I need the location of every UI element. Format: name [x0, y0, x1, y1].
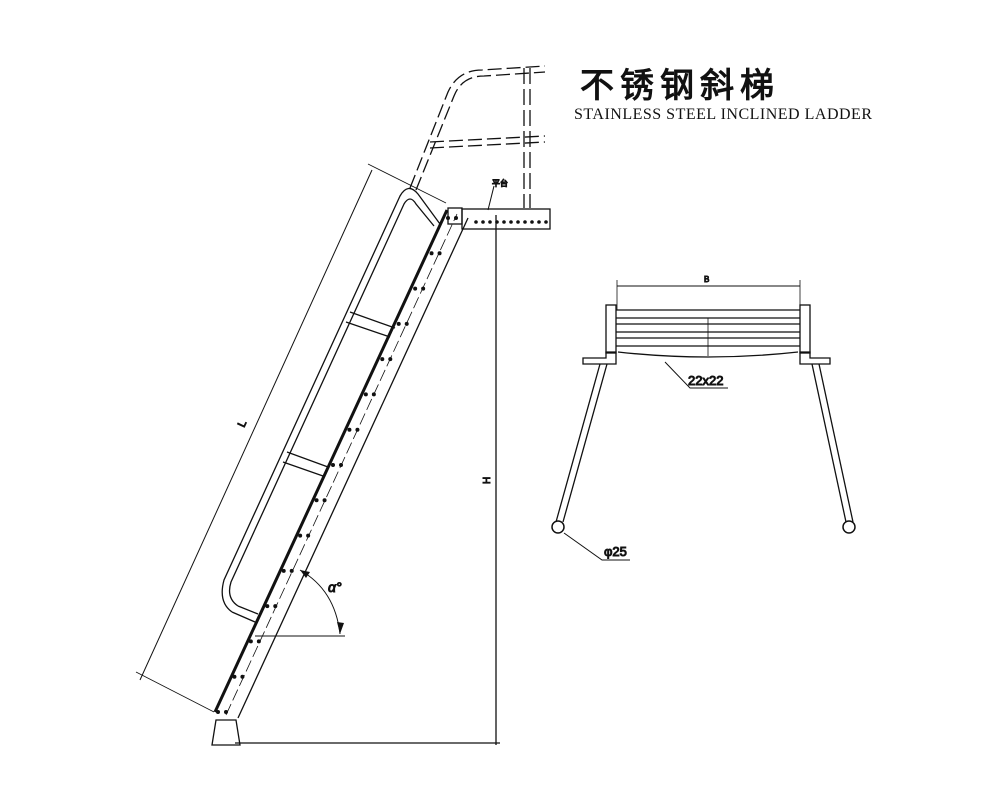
ladder-side-view [135, 65, 551, 746]
bolt [240, 674, 245, 679]
upper-handrail-outer [409, 65, 546, 189]
left-leg [555, 363, 608, 523]
handrail-post-upper [345, 311, 396, 338]
handrail-outer [221, 187, 441, 613]
platform-bolt [481, 220, 485, 224]
bolt [437, 251, 442, 256]
rung-leader [664, 361, 728, 389]
upper-post [523, 68, 531, 208]
bolt [273, 604, 278, 609]
leg-diameter-label: φ25 [604, 544, 627, 559]
bolt [339, 463, 343, 467]
platform-bolt [502, 220, 506, 224]
platform-bolt [530, 220, 534, 224]
platform-label: 平台 [492, 178, 508, 188]
left-flange [582, 351, 617, 365]
platform-bolts [474, 220, 548, 224]
handrail-inner [228, 198, 435, 607]
handrail-bottom [231, 605, 259, 623]
rung-bolts [216, 216, 458, 714]
bolt [421, 286, 426, 291]
handrail-post-lower [282, 451, 329, 477]
right-leg-ball [842, 520, 856, 534]
bolt [363, 392, 368, 397]
bolt [256, 639, 261, 644]
left-leg-ball [551, 520, 565, 534]
bolt [396, 321, 401, 326]
rung-section-label: 22x22 [688, 373, 723, 388]
bolt [322, 498, 327, 503]
bolt [388, 357, 393, 362]
stringer-front [213, 209, 449, 713]
platform-bolt [509, 220, 513, 224]
bolt [298, 533, 303, 538]
platform-bolt [544, 220, 548, 224]
right-flange [799, 351, 831, 365]
upper-handrail-inner [415, 71, 546, 191]
base-foot [211, 719, 241, 746]
length-extension-top [367, 163, 447, 204]
top-bracket [447, 207, 463, 225]
bolt [331, 463, 335, 467]
bolt [371, 392, 376, 397]
bolt [347, 427, 352, 432]
bolt [314, 498, 319, 503]
platform-bolt [523, 220, 527, 224]
platform-bolt [537, 220, 541, 224]
bolt [355, 427, 360, 432]
platform-bolt [474, 220, 478, 224]
right-leg [811, 363, 854, 523]
platform [461, 208, 551, 230]
ladder-cross-section [551, 280, 856, 561]
platform-bolt [516, 220, 520, 224]
length-dimension-line [139, 169, 373, 681]
bolt [413, 286, 418, 291]
upper-midrail [429, 135, 546, 149]
bolt [289, 568, 294, 573]
leg-leader [563, 532, 630, 561]
bolt [265, 604, 270, 609]
right-stringer [799, 304, 811, 354]
length-label: L [236, 419, 249, 430]
bolt [380, 357, 385, 362]
title-english: STAINLESS STEEL INCLINED LADDER [574, 106, 873, 123]
length-extension-bottom [135, 671, 215, 713]
bolt [216, 710, 220, 714]
bolt [429, 251, 434, 256]
angle-label: α° [328, 579, 342, 595]
left-stringer [605, 304, 617, 354]
title-chinese: 不锈钢斜梯 [580, 66, 780, 106]
platform-bolt [488, 220, 492, 224]
angle-arrows [300, 570, 344, 634]
stringer-back [237, 217, 469, 719]
platform-leader [487, 185, 495, 211]
bolt [224, 710, 228, 714]
height-label: H [482, 477, 493, 484]
bolt [232, 674, 237, 679]
bolt [306, 533, 311, 538]
bolt [404, 321, 409, 326]
bolt [248, 639, 253, 644]
bolt [454, 216, 458, 220]
width-label: B [704, 275, 709, 284]
bolt [281, 568, 286, 573]
